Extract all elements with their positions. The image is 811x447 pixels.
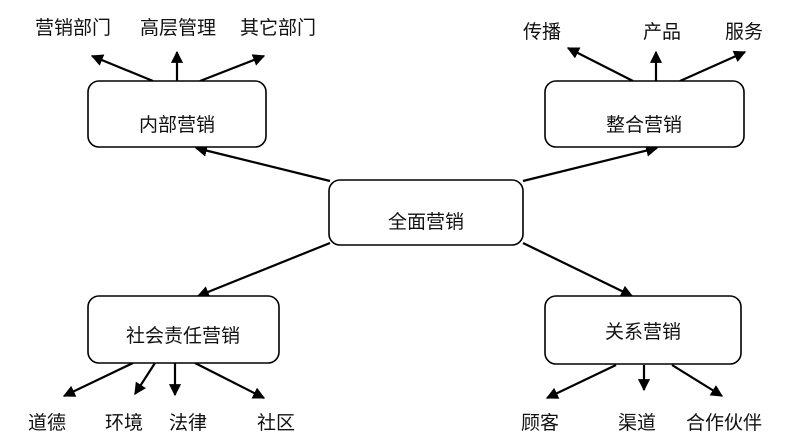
edge-center-to-internal (194, 144, 331, 183)
edge-center-to-social (196, 241, 331, 298)
node-integrated-marketing-label: 整合营销 (606, 114, 682, 136)
leaf-relationship-3: 合作伙伴 (686, 412, 762, 434)
leaf-internal-3: 其它部门 (240, 17, 316, 39)
leaf-integrated-3: 服务 (725, 21, 763, 43)
edge-relationship-to-leaf-1 (545, 364, 617, 399)
node-center: 全面营销 (328, 179, 524, 246)
node-internal-marketing: 内部营销 (87, 80, 267, 148)
leaf-integrated-2: 产品 (643, 21, 681, 43)
edge-relationship-to-leaf-3 (671, 364, 724, 397)
leaf-social-3: 法律 (169, 412, 207, 434)
edge-center-to-integrated (522, 144, 659, 183)
node-social-responsibility-marketing-label: 社会责任营销 (126, 325, 240, 347)
leaf-internal-2: 高层管理 (140, 17, 216, 39)
node-internal-marketing-label: 内部营销 (139, 114, 215, 136)
edge-integrated-to-leaf-3 (679, 50, 747, 83)
edge-social-to-leaf-1 (62, 362, 134, 397)
edge-integrated-to-leaf-1 (566, 47, 634, 82)
leaf-relationship-2: 渠道 (618, 412, 656, 434)
node-relationship-marketing: 关系营销 (544, 295, 742, 365)
leaf-social-4: 社区 (257, 412, 295, 434)
edge-social-to-leaf-4 (194, 362, 266, 399)
node-relationship-marketing-label: 关系营销 (605, 321, 681, 343)
leaf-relationship-1: 顾客 (521, 412, 559, 434)
edge-internal-to-leaf-1 (90, 54, 154, 83)
node-social-responsibility-marketing: 社会责任营销 (87, 295, 280, 364)
node-center-label: 全面营销 (388, 211, 464, 233)
edge-social-to-leaf-2 (134, 362, 156, 396)
leaf-social-1: 道德 (28, 412, 66, 434)
leaf-integrated-1: 传播 (523, 21, 561, 43)
leaf-social-2: 环境 (105, 412, 143, 434)
edge-internal-to-leaf-3 (199, 54, 266, 83)
leaf-internal-1: 营销部门 (35, 17, 111, 39)
edge-center-to-relationship (522, 242, 634, 297)
node-integrated-marketing: 整合营销 (544, 80, 745, 148)
